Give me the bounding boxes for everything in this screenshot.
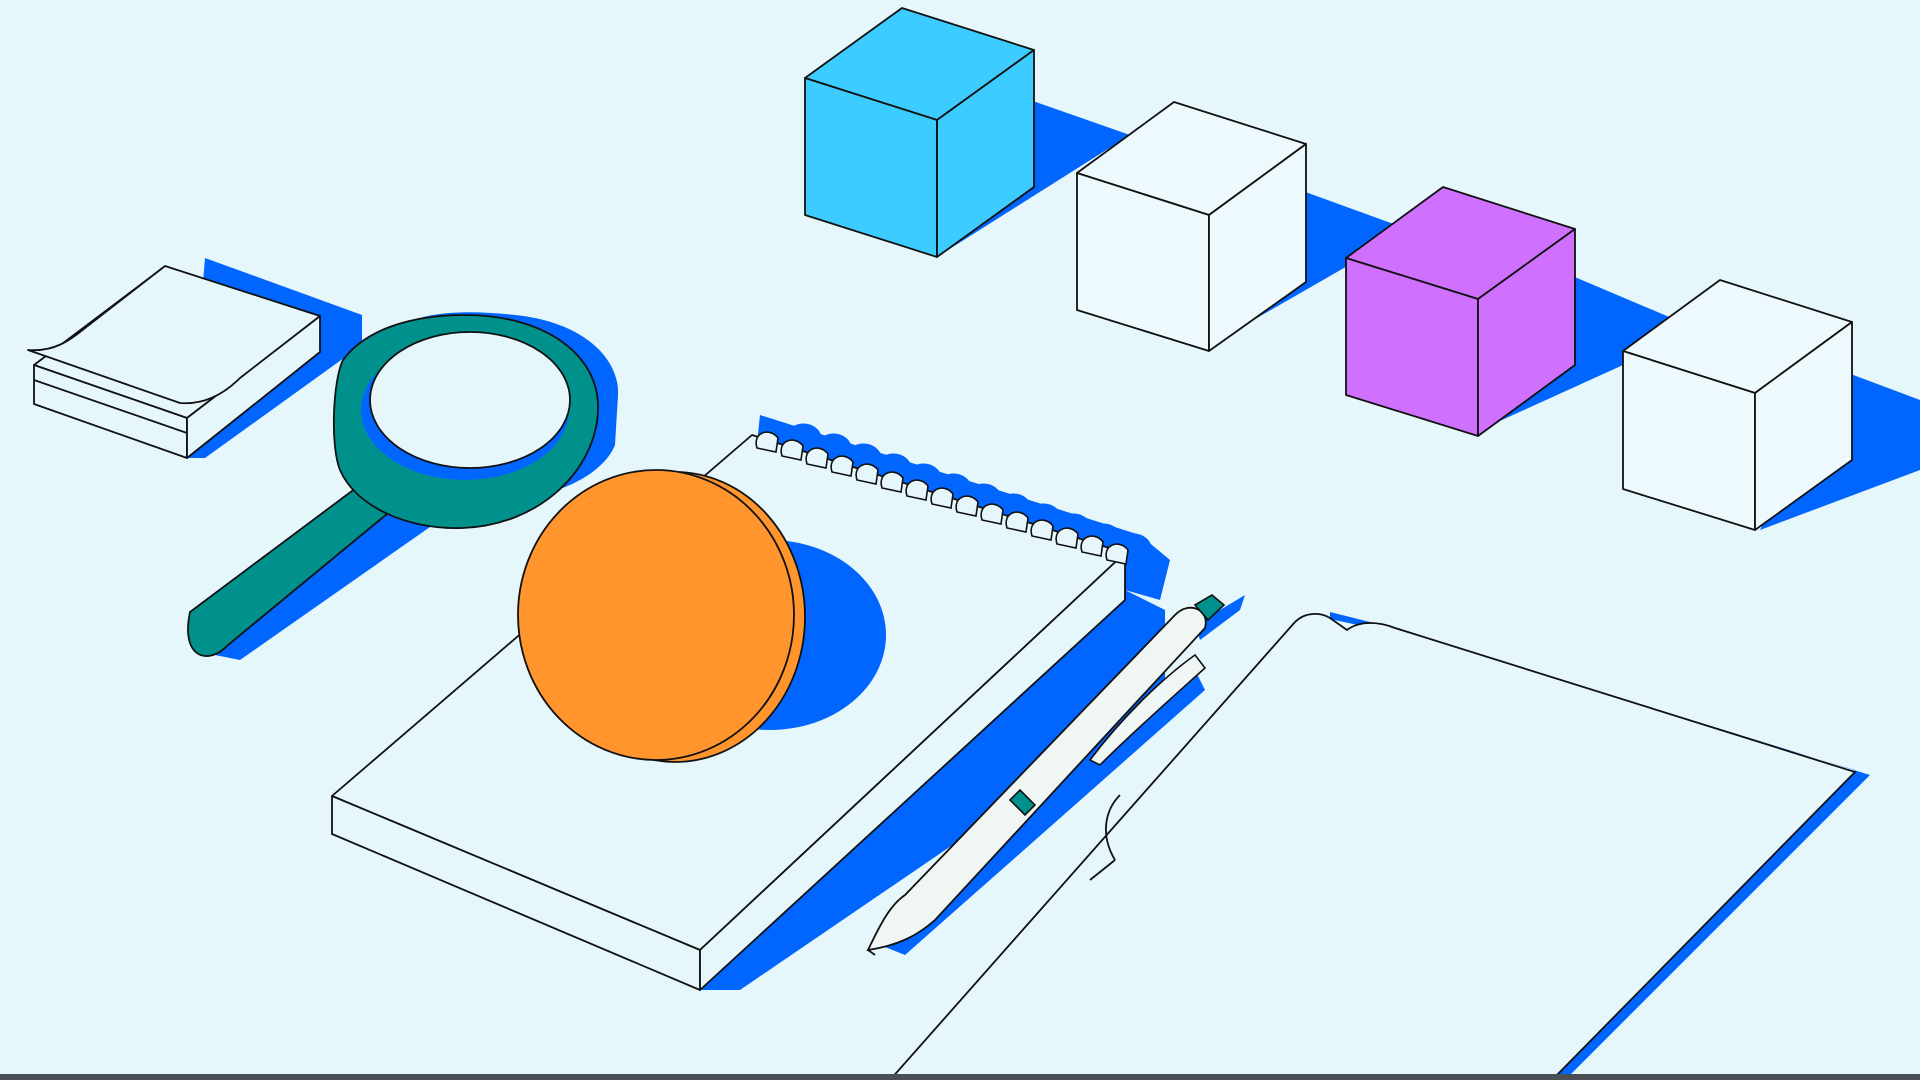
cube-white-2	[1622, 279, 1853, 531]
cube-purple	[1345, 186, 1576, 437]
cube-white-1	[1076, 101, 1307, 352]
bottom-strip	[0, 1074, 1920, 1080]
pen	[866, 594, 1245, 956]
notebook-spiral-loops	[755, 431, 1129, 565]
orange-ball	[517, 469, 886, 763]
magnifying-glass	[187, 312, 619, 660]
sticky-note-pad	[27, 258, 362, 459]
cube-cyan	[804, 7, 1035, 258]
clipboard	[889, 612, 1870, 1080]
